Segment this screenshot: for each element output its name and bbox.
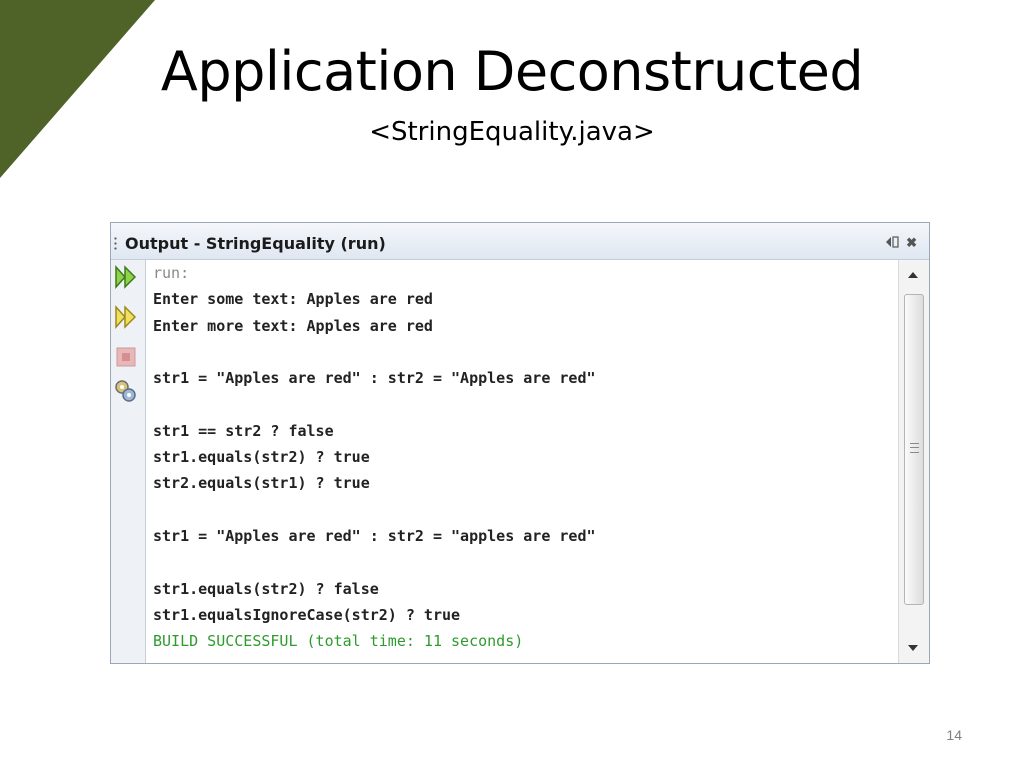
scroll-down-arrow-icon[interactable]: [908, 645, 918, 651]
scroll-up-arrow-icon[interactable]: [908, 272, 918, 278]
slide-subtitle: <StringEquality.java>: [369, 117, 655, 147]
corner-decoration: [0, 0, 155, 178]
console-line: str1.equalsIgnoreCase(str2) ? true: [153, 605, 461, 624]
thumb-grip-icon: [910, 443, 919, 453]
rerun-options-icon[interactable]: [113, 304, 139, 330]
vertical-scrollbar[interactable]: [898, 260, 929, 663]
console-line: Enter some text: Apples are red: [153, 290, 433, 309]
console-line: [146, 497, 899, 523]
stop-icon[interactable]: [113, 344, 139, 370]
output-window: Output - StringEquality (run) ✖ run: Ent: [110, 222, 930, 664]
console-output[interactable]: run: Enter some text: Apples are red Ent…: [146, 260, 899, 663]
output-window-title: Output - StringEquality (run): [125, 234, 386, 253]
settings-icon[interactable]: [113, 378, 139, 404]
console-line: str1 = "Apples are red" : str2 = "Apples…: [153, 369, 596, 388]
console-line: [146, 549, 899, 575]
console-line: [146, 339, 899, 365]
console-line: str1 == str2 ? false: [153, 421, 334, 440]
console-line: str1 = "Apples are red" : str2 = "apples…: [153, 526, 596, 545]
console-line: str1.equals(str2) ? true: [153, 448, 370, 467]
close-icon[interactable]: ✖: [906, 235, 917, 250]
rerun-icon[interactable]: [113, 264, 139, 290]
drag-grip-icon[interactable]: [114, 236, 117, 250]
page-number: 14: [946, 727, 962, 743]
console-line: run:: [153, 264, 190, 282]
output-window-header[interactable]: Output - StringEquality (run) ✖: [111, 223, 929, 260]
scroll-thumb[interactable]: [904, 294, 924, 605]
output-toolbar: [111, 260, 146, 663]
slide-title: Application Deconstructed: [160, 40, 864, 103]
console-line: str1.equals(str2) ? false: [153, 579, 379, 598]
restore-window-icon[interactable]: [885, 236, 899, 248]
console-line: [146, 391, 899, 417]
console-line: Enter more text: Apples are red: [153, 316, 433, 335]
console-line: str2.equals(str1) ? true: [153, 474, 370, 493]
build-status-line: BUILD SUCCESSFUL (total time: 11 seconds…: [153, 632, 524, 651]
